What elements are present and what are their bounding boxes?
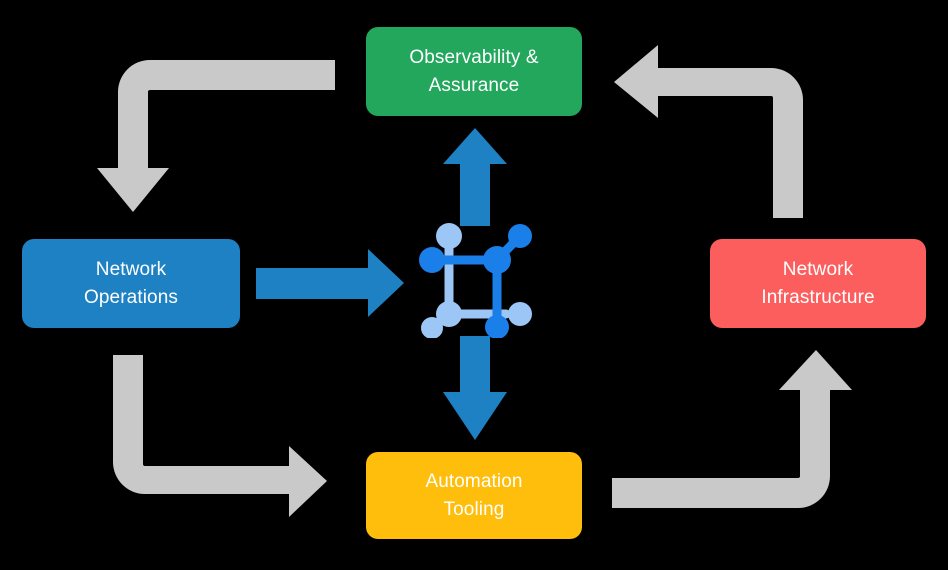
node-network-operations[interactable]: Network Operations [22, 239, 240, 328]
hub-node-bottom-right [485, 315, 509, 338]
arrow-network-operations-to-automation-tooling [113, 355, 327, 517]
arrow-hub-to-observability [443, 128, 507, 226]
arrow-network-infrastructure-to-observability [614, 45, 803, 218]
node-observability-assurance[interactable]: Observability & Assurance [366, 27, 582, 116]
arrow-hub-to-automation [443, 336, 507, 440]
hub-node-top-right [508, 224, 532, 248]
network-topology-icon [419, 223, 532, 338]
node-automation-tooling[interactable]: Automation Tooling [366, 452, 582, 539]
hub-node-bottom-left [421, 317, 443, 338]
hub-node-top [436, 223, 462, 249]
hub-node-right-mid [508, 302, 532, 326]
node-network-infrastructure[interactable]: Network Infrastructure [710, 239, 926, 328]
hub-node-left [419, 247, 445, 273]
arrow-network-operations-to-hub [256, 249, 404, 317]
arrow-automation-tooling-to-network-infrastructure [612, 350, 852, 508]
hub-node-center-lower-left [436, 301, 462, 327]
arrow-observability-to-network-operations [97, 60, 335, 212]
hub-node-center [483, 246, 511, 274]
